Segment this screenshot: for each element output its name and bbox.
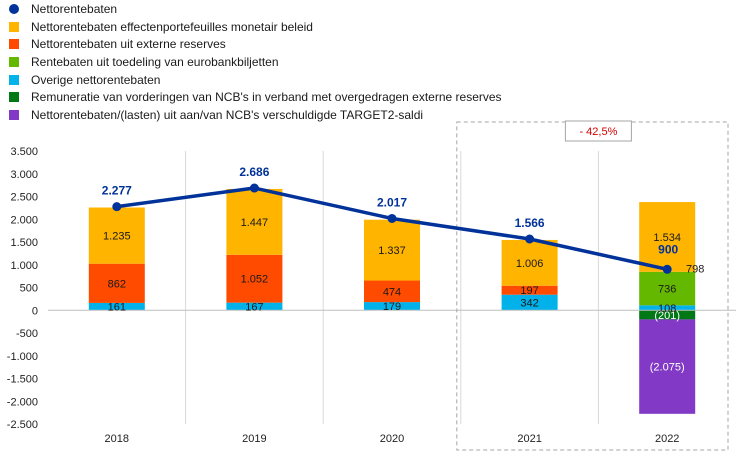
legend-swatch [9,21,19,32]
line-point [525,234,535,244]
bar-data-label: 108 [658,303,676,315]
legend-label: Overige nettorentebaten [31,72,161,87]
line-point-label: 2.017 [377,195,407,209]
legend-swatch [9,56,19,67]
bar-data-label: 474 [383,286,401,298]
legend-item: Nettorentebaten/(lasten) uit aan/van NCB… [6,106,706,124]
bar-data-label: 167 [245,301,263,313]
line-point-label: 2.277 [102,184,132,198]
y-tick-label: 0 [32,305,38,317]
y-tick-label: 2.500 [10,192,38,204]
bar-data-label: 1.052 [241,274,269,286]
bar-segment [639,319,696,414]
y-tick-label: -500 [16,328,38,340]
bar-segment [501,239,558,286]
line-point-label: 1.566 [515,216,545,230]
y-tick-label: -1.500 [7,374,38,386]
line-point-label: 900 [658,242,678,256]
bar-segment [639,310,696,320]
legend-label: Nettorentebaten [31,1,118,16]
bar-segment [226,188,283,255]
legend-label: Rentebaten uit toedeling van eurobankbil… [31,54,279,69]
bar-data-label: 1.534 [653,232,681,244]
legend-item: Overige nettorentebaten [6,71,706,89]
x-tick-label: 2022 [655,433,679,445]
line-point [662,264,672,274]
line-point [387,213,397,223]
bar-data-label: (201) [654,310,680,322]
bar-segment [88,263,145,303]
bar-data-label: 179 [383,301,401,313]
bar-segment [226,302,283,311]
legend-swatch [9,92,19,103]
x-tick-label: 2020 [380,433,404,445]
y-tick-label: 3.000 [10,169,38,181]
legend-item: Nettorentebaten effectenportefeuilles mo… [6,18,706,36]
change-callout-box [564,120,632,142]
legend-item: Nettorentebaten [6,0,706,18]
legend-label: Remuneratie van vorderingen van NCB's in… [31,90,502,105]
bar-data-label: 1.337 [378,245,406,257]
bar-data-label: 1.447 [241,217,269,229]
legend-swatch [9,74,19,85]
y-tick-label: 1.500 [10,237,38,249]
bar-segment [639,305,696,311]
x-tick-label: 2021 [517,433,541,445]
y-tick-label: -1.000 [7,351,38,363]
bar-data-label: (2.075) [650,362,685,374]
legend-swatch [9,3,19,14]
bar-segment [501,285,558,295]
bar-data-label: 161 [108,302,126,314]
line-point [249,183,259,193]
bar-data-label: 862 [108,278,126,290]
legend-swatch [9,109,19,120]
y-tick-label: -2.000 [7,396,38,408]
bar-segment [364,219,420,281]
bar-segment [88,302,145,311]
bar-data-label: 197 [520,285,538,297]
x-tick-label: 2018 [105,433,129,445]
bar-segment [639,271,696,306]
legend-label: Nettorentebaten/(lasten) uit aan/van NCB… [31,107,424,122]
bar-segment [88,207,145,264]
y-tick-label: 1.000 [10,260,38,272]
legend-item: Nettorentebaten uit externe reserves [6,35,706,53]
legend-item: Rentebaten uit toedeling van eurobankbil… [6,53,706,71]
bar-segment [364,280,420,303]
annotation-label: 798 [686,263,704,275]
bar-segment [364,302,420,311]
bar-data-label: 1.006 [516,258,544,270]
y-tick-label: 500 [20,283,38,295]
bar-data-label: 736 [658,284,676,296]
bar-data-label: 342 [520,297,538,309]
legend-label: Nettorentebaten uit externe reserves [31,37,226,52]
legend-item: Remuneratie van vorderingen van NCB's in… [6,88,706,106]
y-tick-label: 3.500 [10,146,38,158]
legend-label: Nettorentebaten effectenportefeuilles mo… [31,19,313,34]
bar-data-label: 1.235 [103,231,131,243]
x-tick-label: 2019 [242,433,266,445]
bar-segment [501,294,558,311]
line-point [112,202,122,212]
bar-segment [639,202,696,272]
bar-segment [226,254,283,303]
y-tick-label: 2.000 [10,214,38,226]
change-callout-label: - 42,5% [579,126,617,138]
legend-swatch [9,39,19,50]
y-tick-label: -2.500 [7,419,38,431]
line-point-label: 2.686 [239,165,269,179]
